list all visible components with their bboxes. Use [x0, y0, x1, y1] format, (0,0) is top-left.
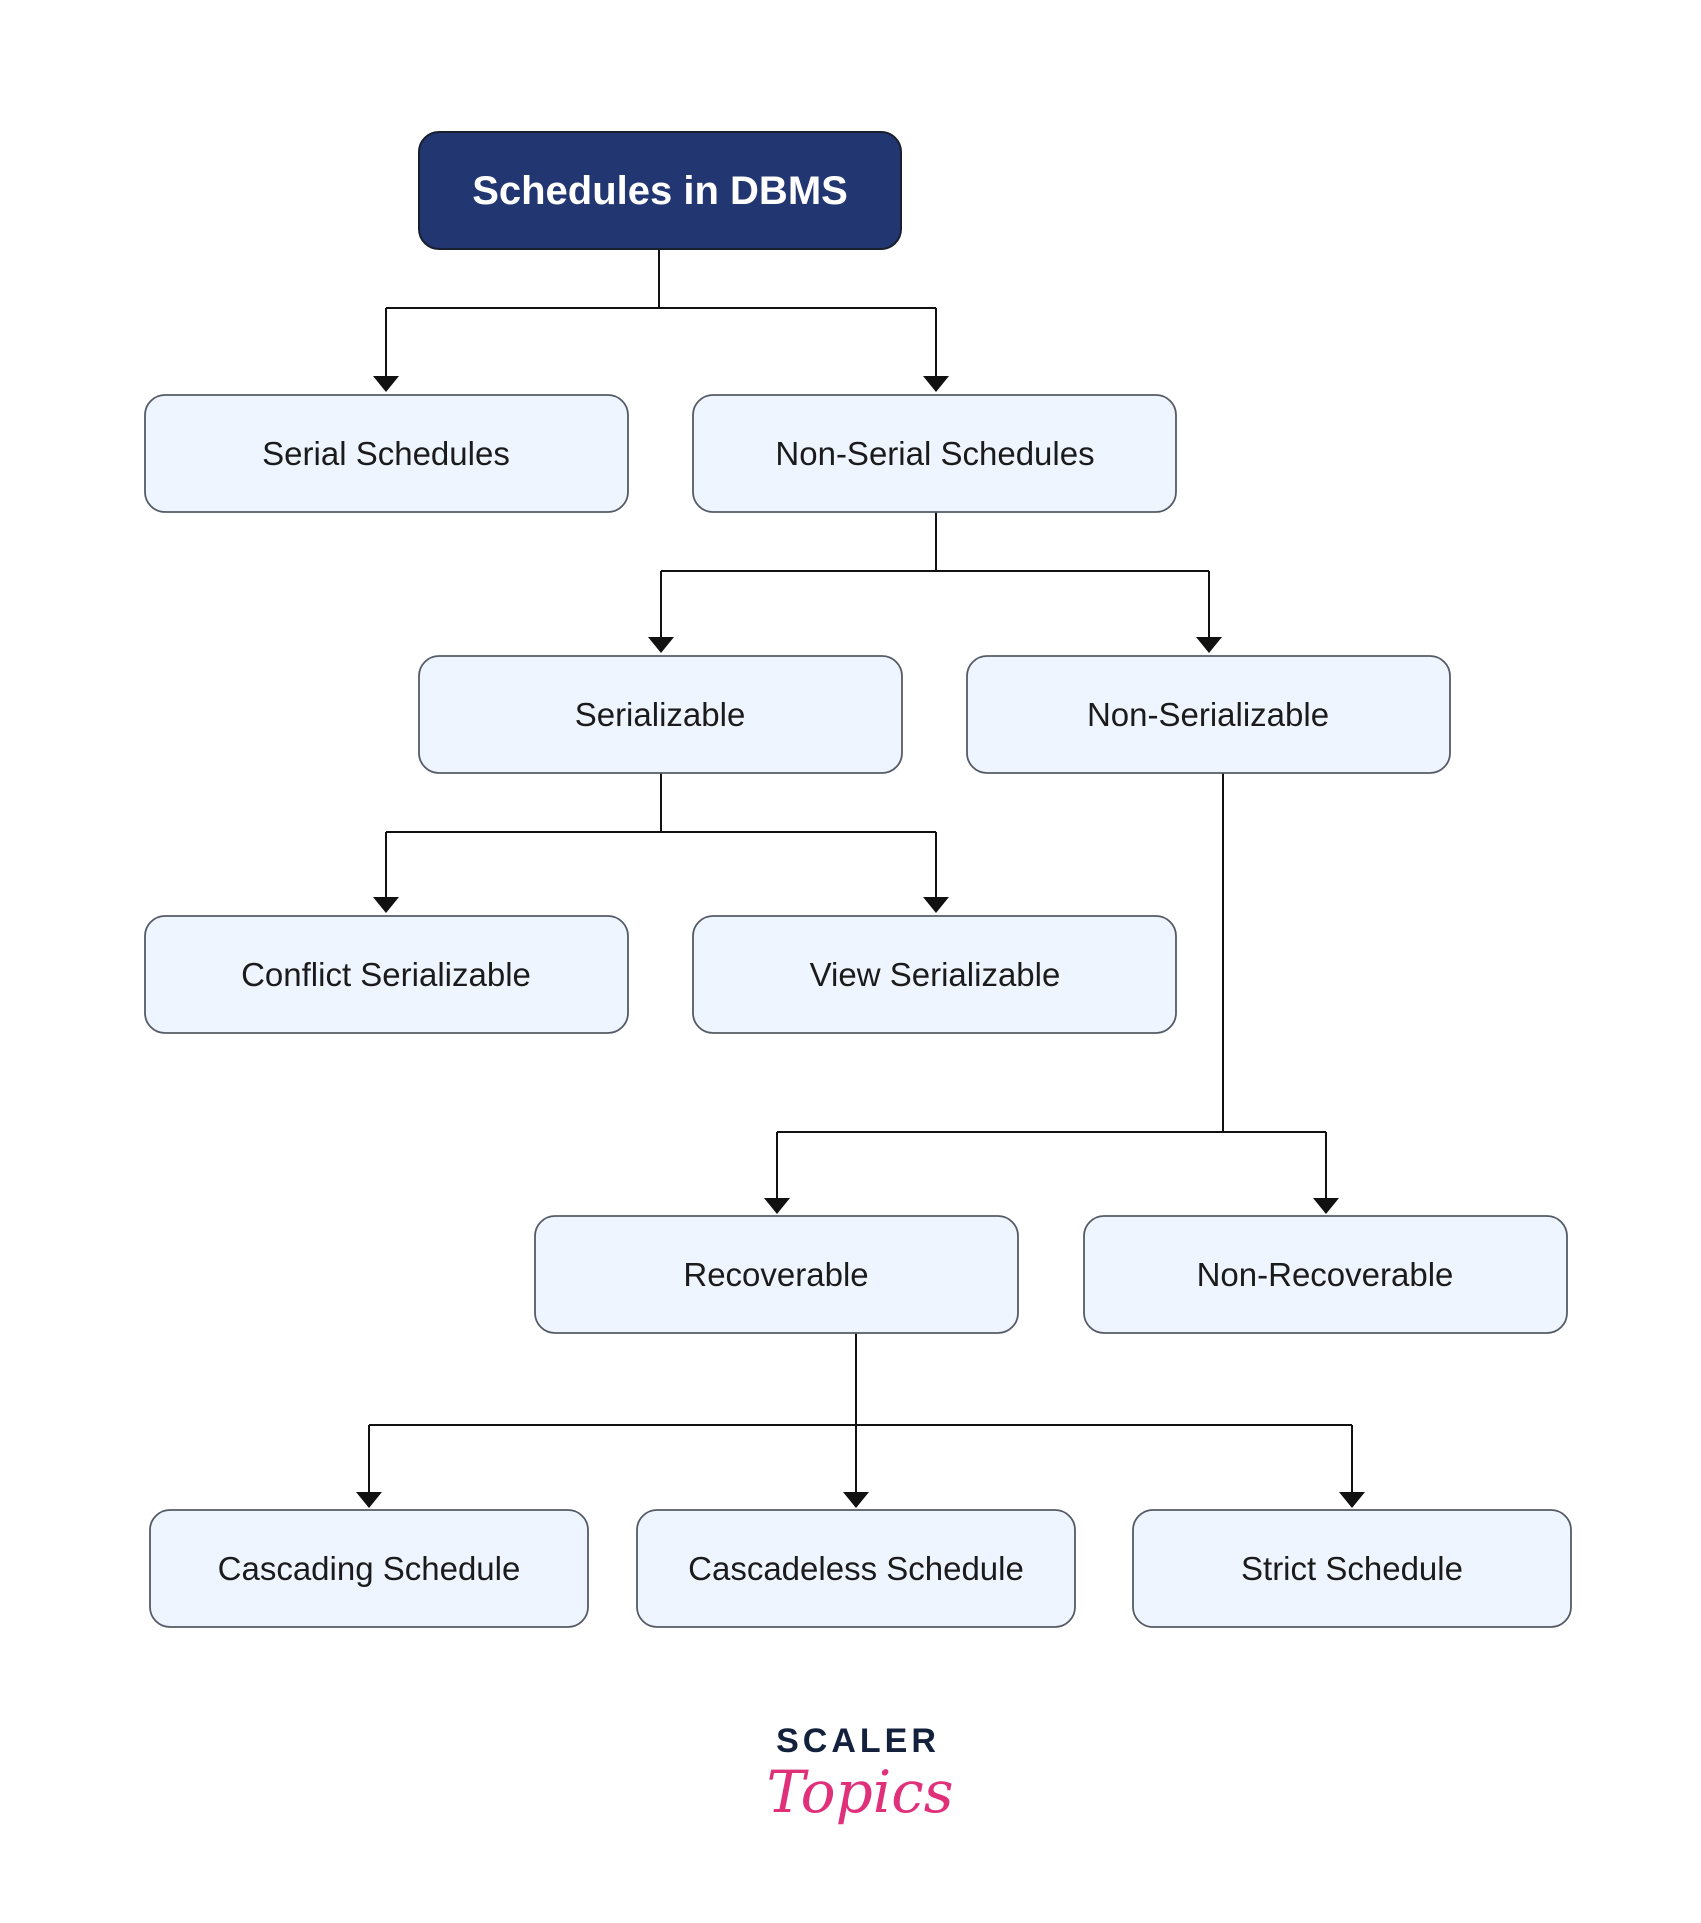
node-non-serializable-label: Non-Serializable [1087, 696, 1329, 733]
node-serializable: Serializable [418, 655, 903, 774]
node-view-serializable: View Serializable [692, 915, 1177, 1034]
node-cascading-schedule-label: Cascading Schedule [218, 1550, 521, 1587]
arrow-to-non-recoverable [1313, 1198, 1339, 1214]
node-recoverable: Recoverable [534, 1215, 1019, 1334]
node-cascadeless-schedule-label: Cascadeless Schedule [688, 1550, 1024, 1587]
root-node: Schedules in DBMS [418, 131, 902, 250]
logo-script: Topics [766, 1758, 953, 1826]
node-cascadeless-schedule: Cascadeless Schedule [636, 1509, 1076, 1628]
node-non-recoverable: Non-Recoverable [1083, 1215, 1568, 1334]
arrow-to-serial [373, 376, 399, 392]
node-serial-schedules: Serial Schedules [144, 394, 629, 513]
node-conflict-serializable-label: Conflict Serializable [241, 956, 531, 993]
scaler-topics-logo: SCALER Topics [766, 1722, 953, 1826]
node-conflict-serializable: Conflict Serializable [144, 915, 629, 1034]
arrow-to-strict [1339, 1492, 1365, 1508]
node-non-serializable: Non-Serializable [966, 655, 1451, 774]
arrow-to-view-serializable [923, 897, 949, 913]
node-strict-schedule-label: Strict Schedule [1241, 1550, 1463, 1587]
connector-root-children [385, 248, 937, 378]
node-view-serializable-label: View Serializable [810, 956, 1061, 993]
node-recoverable-label: Recoverable [683, 1256, 868, 1293]
arrow-to-conflict-serializable [373, 897, 399, 913]
node-strict-schedule: Strict Schedule [1132, 1509, 1572, 1628]
arrow-to-cascadeless [843, 1492, 869, 1508]
connector-serializable-children [385, 772, 937, 898]
node-serial-schedules-label: Serial Schedules [262, 435, 510, 472]
arrow-to-non-serial [923, 376, 949, 392]
arrow-to-recoverable [764, 1198, 790, 1214]
connector-recoverable-children [368, 1333, 1353, 1494]
node-serializable-label: Serializable [575, 696, 746, 733]
arrow-to-serializable [648, 637, 674, 653]
node-non-serial-schedules: Non-Serial Schedules [692, 394, 1177, 513]
connectors [356, 248, 1365, 1508]
node-non-recoverable-label: Non-Recoverable [1197, 1256, 1454, 1293]
root-node-label: Schedules in DBMS [472, 169, 848, 213]
arrow-to-cascading [356, 1492, 382, 1508]
connector-non-serializable-children [776, 772, 1327, 1200]
connector-non-serial-children [660, 511, 1210, 639]
node-cascading-schedule: Cascading Schedule [149, 1509, 589, 1628]
arrow-to-non-serializable [1196, 637, 1222, 653]
logo-wordmark: SCALER [776, 1722, 940, 1760]
node-non-serial-schedules-label: Non-Serial Schedules [775, 435, 1094, 472]
